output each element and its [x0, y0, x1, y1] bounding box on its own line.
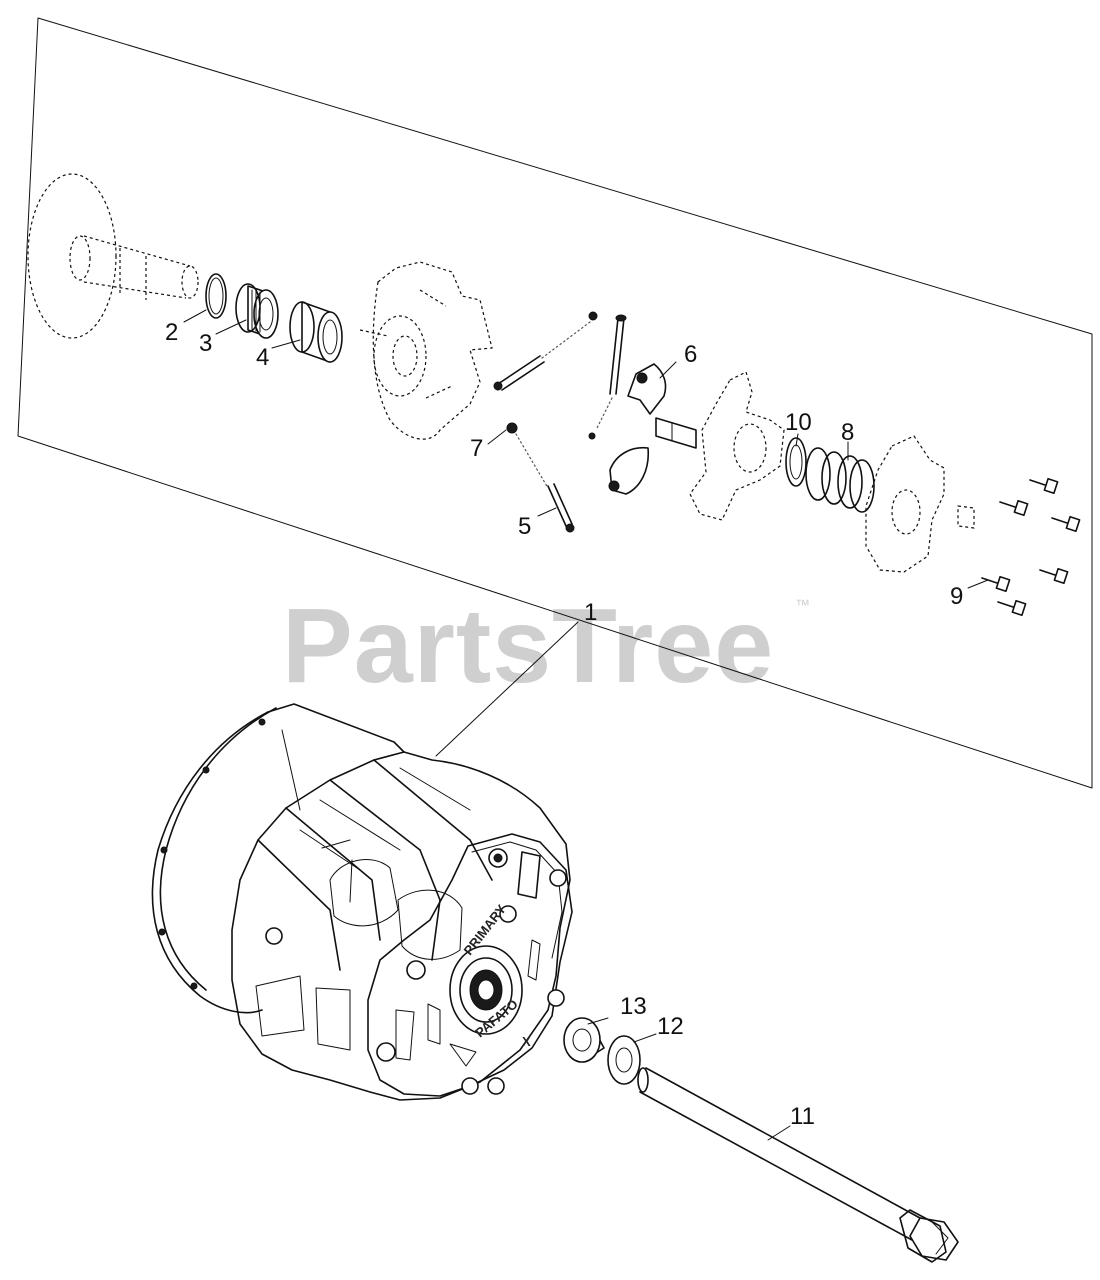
callout-8: 8	[841, 419, 854, 446]
part-1-primary-clutch-assembly: PRIMARY PAFATO X	[151, 703, 573, 1101]
watermark-trademark: ™	[795, 597, 810, 614]
callout-1: 1	[584, 599, 597, 626]
callout-12: 12	[657, 1013, 684, 1040]
part-13-spacer	[563, 1017, 605, 1063]
callout-7: 7	[470, 435, 483, 462]
callout-11: 11	[790, 1103, 815, 1130]
part-11-bolt	[637, 1067, 959, 1263]
callout-9: 9	[950, 583, 963, 610]
callout-5: 5	[518, 513, 531, 540]
part-7-and-5-pin	[506, 422, 575, 533]
spider-ghost	[689, 371, 785, 521]
part-2-snap-ring	[205, 273, 227, 319]
fixed-sheave-ghost	[27, 173, 199, 339]
part-6-flyweights	[608, 363, 697, 495]
callout-13: 13	[620, 993, 647, 1020]
casting-text-mark: X	[522, 1034, 531, 1049]
part-4-bushing	[289, 301, 343, 363]
callout-labels: 2 3 4 7 5 6 10 8 9 1 13 12 11	[165, 319, 963, 1130]
movable-sheave-ghost	[359, 261, 493, 440]
callout-4: 4	[256, 344, 269, 371]
part-8-spring	[805, 447, 875, 513]
callout-10: 10	[785, 409, 812, 436]
casting-text-primary: PRIMARY	[461, 901, 510, 957]
watermark-text: PartsTree	[282, 587, 774, 705]
callout-3: 3	[199, 330, 212, 357]
subassembly-frame	[17, 17, 1093, 789]
cover-ghost	[865, 435, 975, 573]
callout-2: 2	[165, 319, 178, 346]
weight-pin-hardware	[493, 311, 627, 440]
part-9-bolts	[981, 477, 1081, 617]
part-12-washer	[607, 1035, 641, 1085]
callout-6: 6	[684, 341, 697, 368]
leader-lines	[183, 309, 989, 1141]
part-3-needle-bearing	[235, 283, 279, 339]
